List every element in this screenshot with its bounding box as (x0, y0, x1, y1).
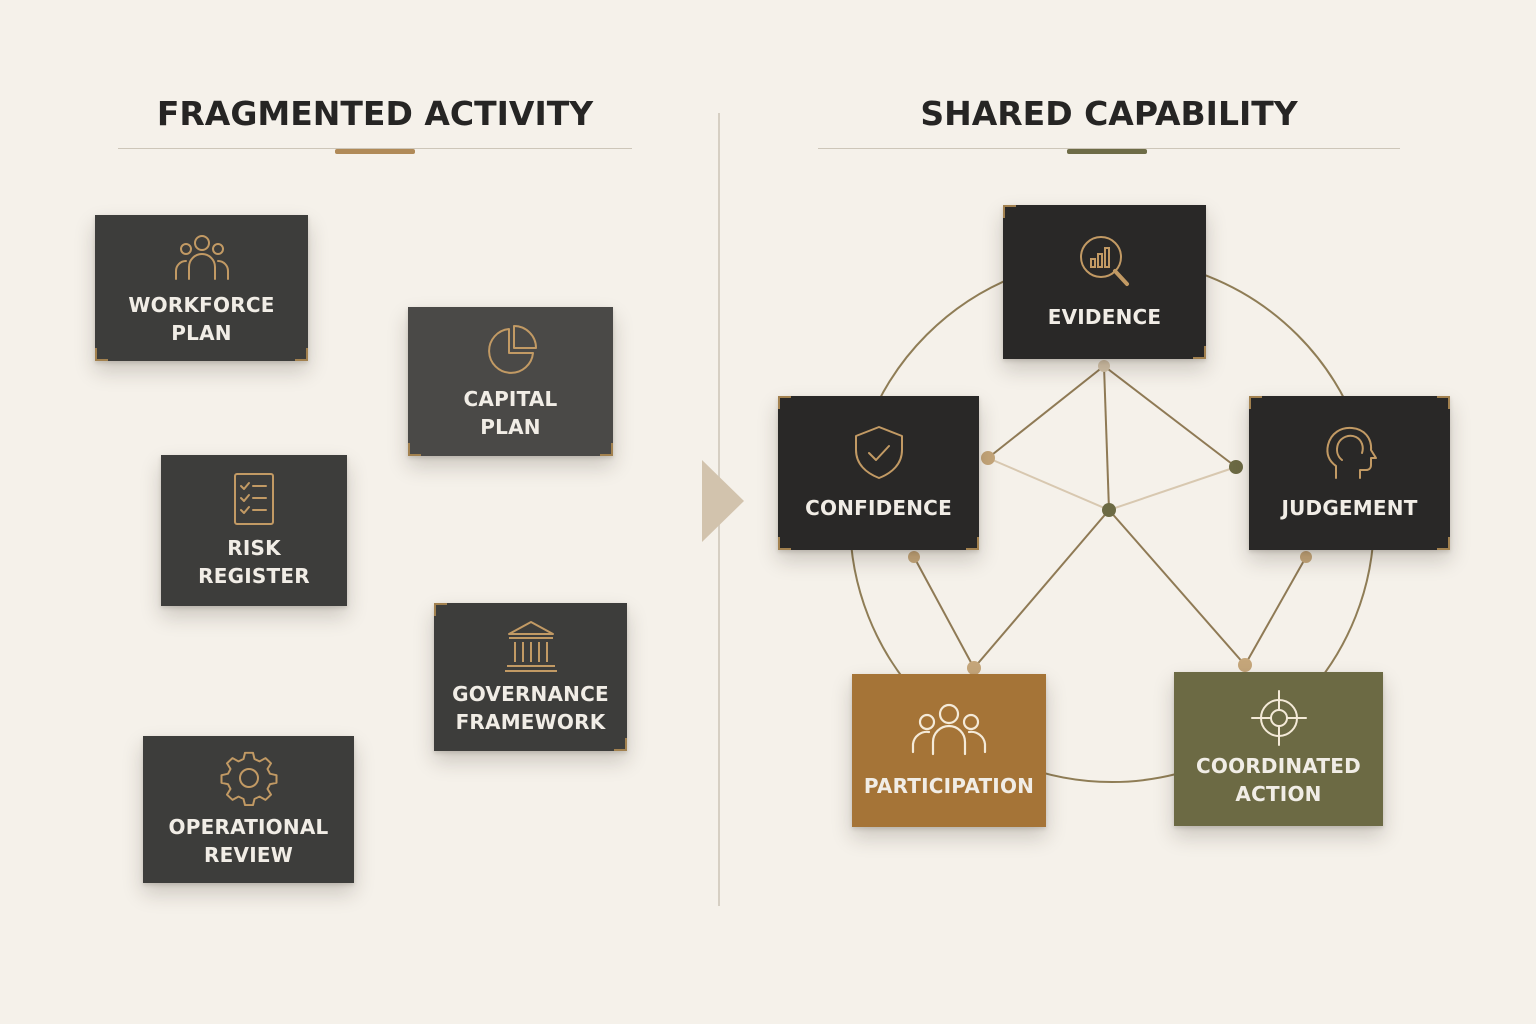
target-crosshair-icon (1249, 690, 1309, 746)
card-label: WORKFORCE PLAN (128, 293, 275, 345)
link-evidence-center (1103, 365, 1110, 511)
card-label: PARTICIPATION (863, 773, 1035, 798)
checklist-icon (224, 472, 284, 528)
card-label: JUDGEMENT (1281, 496, 1418, 520)
network-node-confidence (981, 451, 995, 465)
card-risk-register: RISK REGISTER (161, 455, 347, 606)
card-label: CONFIDENCE (805, 496, 952, 520)
card-label: RISK REGISTER (198, 535, 310, 588)
network-node-confidence-low (908, 551, 920, 563)
card-label: OPERATIONAL REVIEW (168, 814, 329, 867)
pie-chart-icon (481, 323, 541, 379)
transition-arrow-icon (702, 460, 744, 542)
network-node-judgement-low (1300, 551, 1312, 563)
network-node-evidence (1098, 360, 1110, 372)
card-judgement: JUDGEMENT (1249, 396, 1450, 550)
network-node-participation (967, 661, 981, 675)
card-workforce-plan: WORKFORCE PLAN (95, 215, 308, 361)
card-coordinated-action: COORDINATED ACTION (1174, 672, 1383, 826)
right-heading-rule (818, 148, 1400, 149)
card-operational-review: OPERATIONAL REVIEW (143, 736, 354, 883)
card-label: GOVERNANCE FRAMEWORK (452, 682, 609, 734)
link-evidence-confidence (987, 365, 1105, 459)
magnifier-chart-icon (1075, 233, 1135, 289)
left-heading: FRAGMENTED ACTIVITY (156, 94, 594, 133)
card-label: EVIDENCE (1047, 305, 1162, 329)
network-node-center (1102, 503, 1116, 517)
people-group-icon (909, 702, 989, 758)
card-participation: PARTICIPATION (852, 674, 1046, 827)
card-governance-framework: GOVERNANCE FRAMEWORK (434, 603, 627, 751)
right-heading-accent (1067, 149, 1147, 154)
network-node-action (1238, 658, 1252, 672)
card-capital-plan: CAPITAL PLAN (408, 307, 613, 456)
network-node-judgement (1229, 460, 1243, 474)
institution-building-icon (501, 618, 561, 674)
link-center-participation (973, 509, 1110, 669)
link-evidence-judgement (1103, 365, 1237, 468)
shield-check-icon (849, 424, 909, 480)
left-heading-rule (118, 148, 632, 149)
card-label: COORDINATED ACTION (1196, 754, 1361, 806)
left-heading-accent (335, 149, 415, 154)
card-confidence: CONFIDENCE (778, 396, 979, 550)
head-profile-icon (1320, 424, 1380, 480)
link-judgement-center (1108, 466, 1237, 511)
link-confidence-center (987, 457, 1110, 511)
gear-icon (219, 751, 279, 807)
link-judgement-action (1244, 556, 1307, 666)
link-confidence-participation (913, 556, 975, 669)
people-group-icon (172, 229, 232, 285)
link-center-action (1108, 509, 1246, 666)
right-heading: SHARED CAPABILITY (920, 94, 1298, 133)
card-label: CAPITAL PLAN (463, 386, 558, 439)
card-evidence: EVIDENCE (1003, 205, 1206, 359)
